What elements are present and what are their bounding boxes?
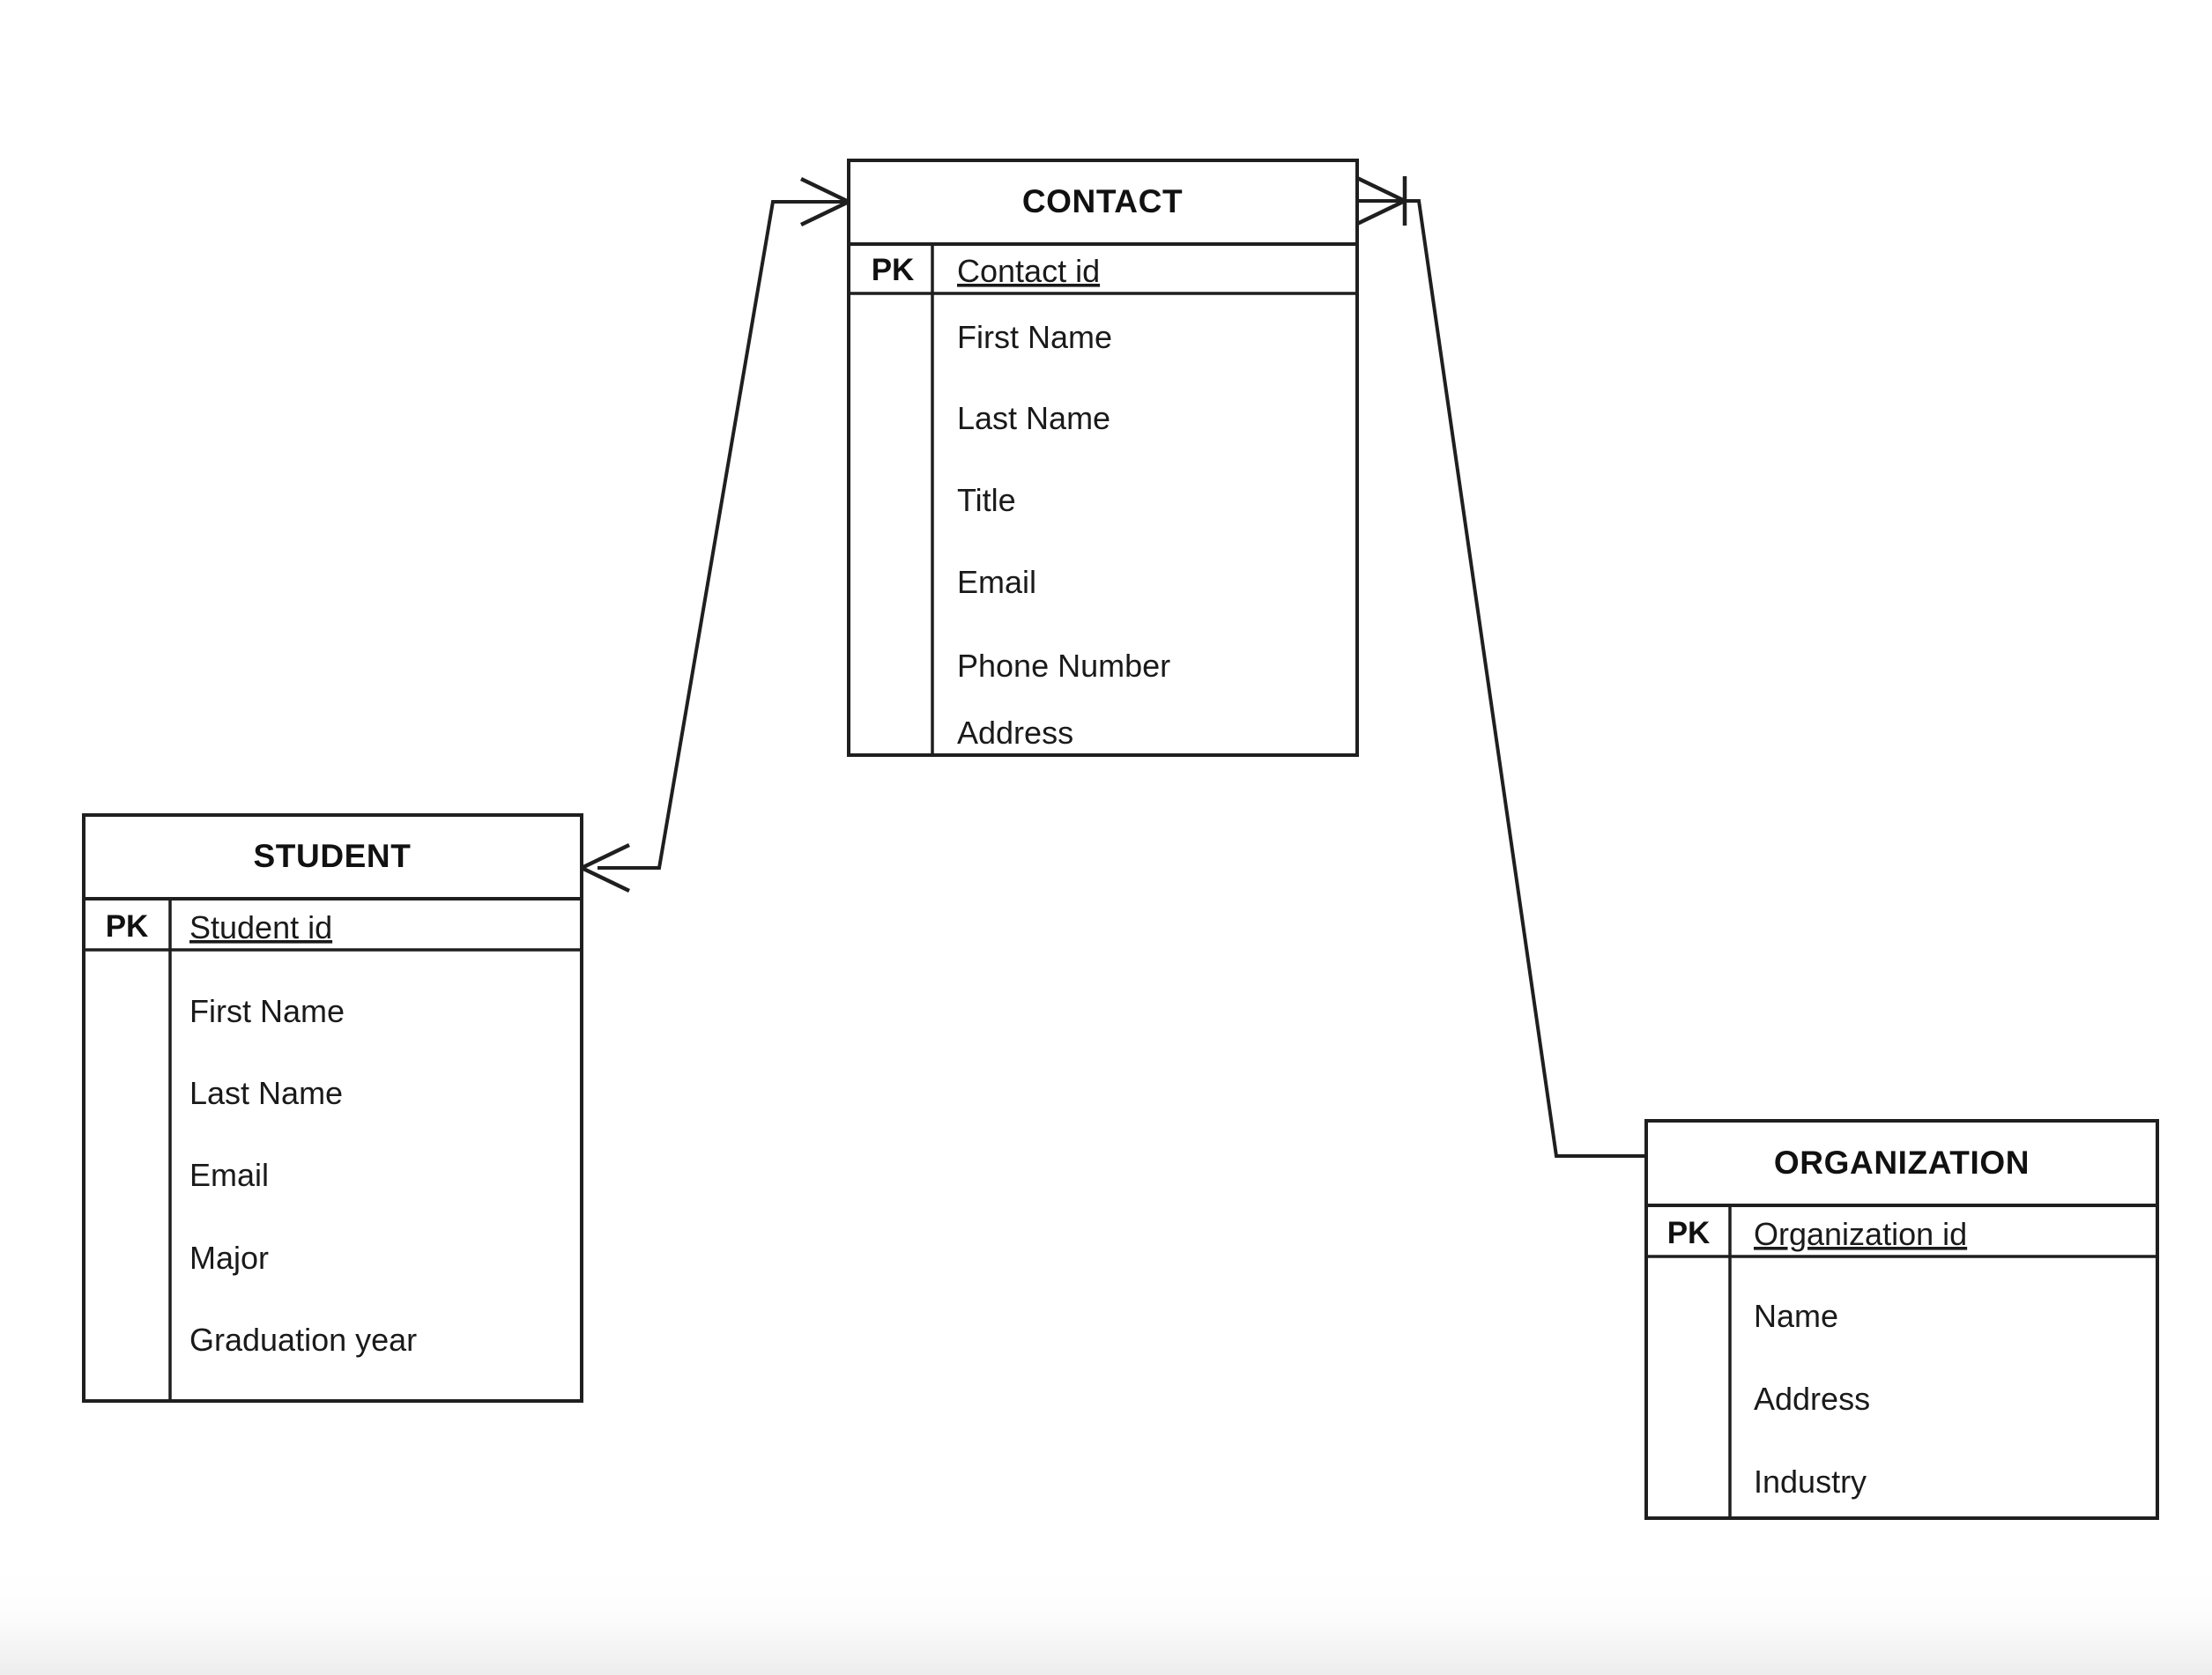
entity-student-box[interactable] — [82, 813, 583, 1403]
entity-student-attribute: Last Name — [189, 1075, 343, 1111]
entity-contact-attribute: Last Name — [957, 400, 1110, 436]
entity-student[interactable]: STUDENT PK Student id First Name Last Na… — [82, 813, 583, 1403]
crows-foot-contact-right — [1356, 175, 1407, 226]
relationship-student-contact[interactable] — [581, 176, 850, 893]
crows-foot-student-side — [581, 842, 630, 893]
relationship-contact-organization[interactable] — [1356, 175, 1646, 1158]
connector-line-contact-organization[interactable] — [1357, 199, 1646, 1158]
entity-student-title: STUDENT — [254, 838, 412, 874]
entity-contact-attribute: First Name — [957, 319, 1112, 355]
entity-student-pk-attribute: Student id — [189, 909, 332, 945]
entity-contact-title: CONTACT — [1022, 183, 1183, 219]
entity-contact-attribute: Title — [957, 482, 1016, 518]
entity-student-pk-label: PK — [106, 909, 149, 944]
entity-contact-pk-attribute: Contact id — [957, 253, 1100, 289]
entity-organization-pk-label: PK — [1667, 1216, 1711, 1250]
connector-line-student-contact[interactable] — [598, 200, 849, 870]
entity-organization-pk-attribute: Organization id — [1754, 1216, 1967, 1252]
entity-organization-title: ORGANIZATION — [1774, 1145, 2030, 1181]
entity-organization-attribute: Name — [1754, 1298, 1838, 1334]
entity-contact-attribute: Email — [957, 564, 1036, 600]
entity-organization-attribute: Industry — [1754, 1464, 1867, 1500]
entity-student-attribute: Graduation year — [189, 1322, 417, 1358]
entity-contact-attribute: Address — [957, 715, 1073, 751]
entity-organization[interactable]: ORGANIZATION PK Organization id Name Add… — [1644, 1119, 2159, 1520]
entity-student-attribute: First Name — [189, 993, 345, 1029]
entity-student-attribute: Major — [189, 1240, 269, 1276]
entity-organization-attribute: Address — [1754, 1381, 1870, 1417]
entity-student-attribute: Email — [189, 1157, 269, 1193]
crows-foot-contact-left — [800, 176, 850, 227]
entity-contact-pk-label: PK — [872, 253, 915, 287]
entity-contact[interactable]: CONTACT PK Contact id First Name Last Na… — [847, 159, 1359, 757]
entity-contact-attribute: Phone Number — [957, 648, 1170, 684]
